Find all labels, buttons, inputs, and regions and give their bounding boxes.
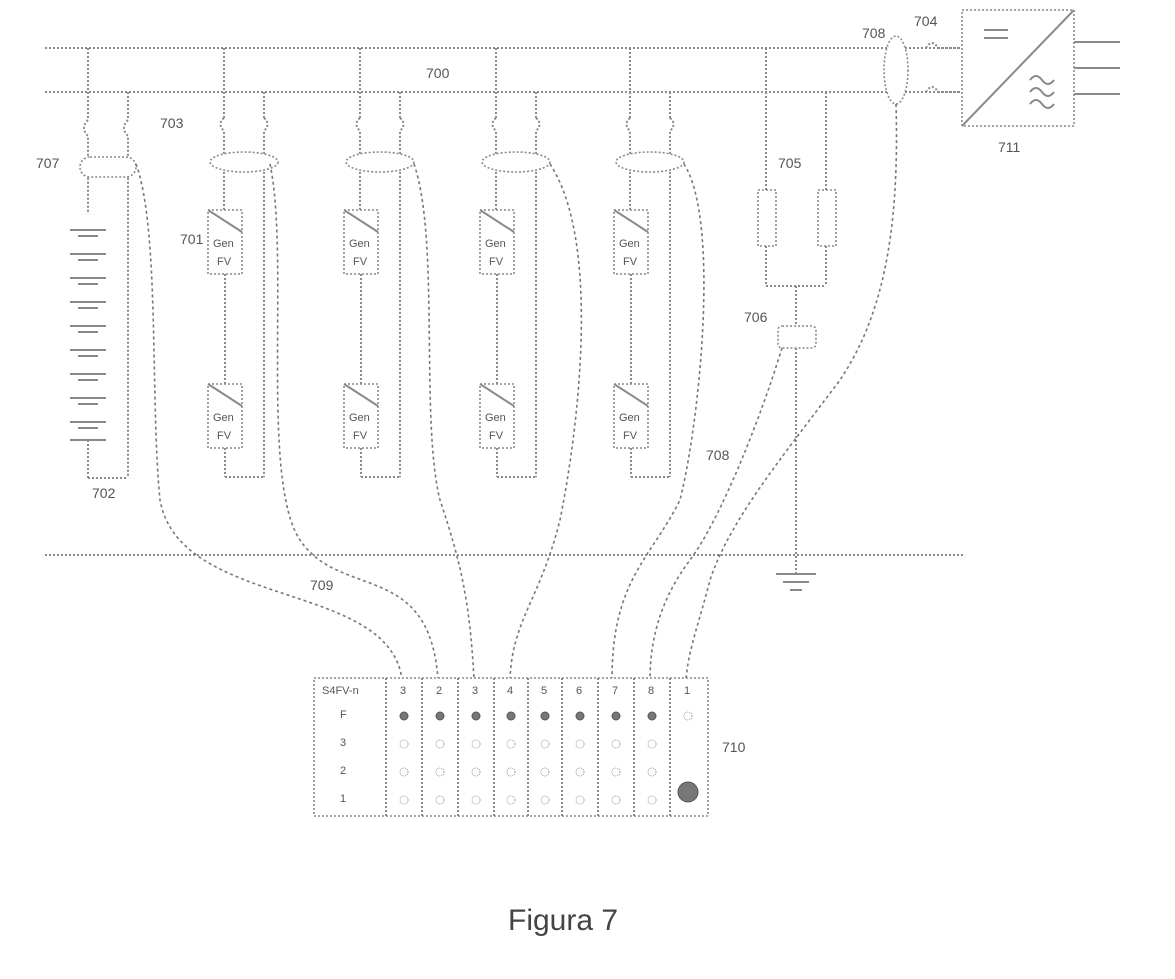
svg-text:3: 3 [400, 685, 406, 697]
svg-text:Gen: Gen [619, 412, 640, 424]
ref-703: 703 [160, 115, 184, 131]
ref-702: 702 [92, 485, 116, 501]
svg-text:7: 7 [612, 685, 618, 697]
ref-701: 701 [180, 231, 204, 247]
ref-704: 704 [914, 13, 938, 29]
svg-text:Gen: Gen [485, 412, 506, 424]
svg-text:FV: FV [623, 430, 638, 442]
svg-text:F: F [340, 709, 347, 721]
svg-text:Gen: Gen [619, 238, 640, 250]
signal-cables [136, 104, 897, 680]
svg-text:Gen: Gen [349, 412, 370, 424]
svg-text:5: 5 [541, 685, 547, 697]
svg-text:FV: FV [217, 430, 232, 442]
string-702-battery [70, 48, 136, 478]
svg-text:6: 6 [576, 685, 582, 697]
ref-710: 710 [722, 739, 746, 755]
insulation-monitor [758, 48, 836, 590]
svg-text:1: 1 [684, 685, 690, 697]
svg-text:1: 1 [340, 793, 346, 805]
bus-label: 700 [426, 65, 450, 81]
svg-text:3: 3 [340, 737, 346, 749]
ref-707: 707 [36, 155, 60, 171]
ref-711: 711 [998, 139, 1021, 155]
ref-706: 706 [744, 309, 768, 325]
svg-text:2: 2 [340, 765, 346, 777]
svg-text:FV: FV [217, 256, 232, 268]
monitoring-panel-710: S4FV-n F 3 2 1 3 2 3 4 5 6 7 8 1 [314, 678, 708, 816]
svg-text:3: 3 [472, 685, 478, 697]
svg-text:4: 4 [507, 685, 513, 697]
svg-text:2: 2 [436, 685, 442, 697]
svg-text:Gen: Gen [349, 238, 370, 250]
svg-text:FV: FV [489, 430, 504, 442]
ref-708-top: 708 [862, 25, 886, 41]
ref-709: 709 [310, 577, 334, 593]
figure-caption: Figura 7 [508, 904, 618, 937]
ref-708-bottom: 708 [706, 447, 730, 463]
ref-705: 705 [778, 155, 802, 171]
svg-text:FV: FV [623, 256, 638, 268]
svg-text:Gen: Gen [213, 412, 234, 424]
svg-text:Gen: Gen [213, 238, 234, 250]
panel-header: S4FV-n [322, 685, 359, 697]
svg-text:FV: FV [353, 256, 368, 268]
svg-text:FV: FV [353, 430, 368, 442]
svg-text:8: 8 [648, 685, 654, 697]
svg-text:FV: FV [489, 256, 504, 268]
svg-text:Gen: Gen [485, 238, 506, 250]
